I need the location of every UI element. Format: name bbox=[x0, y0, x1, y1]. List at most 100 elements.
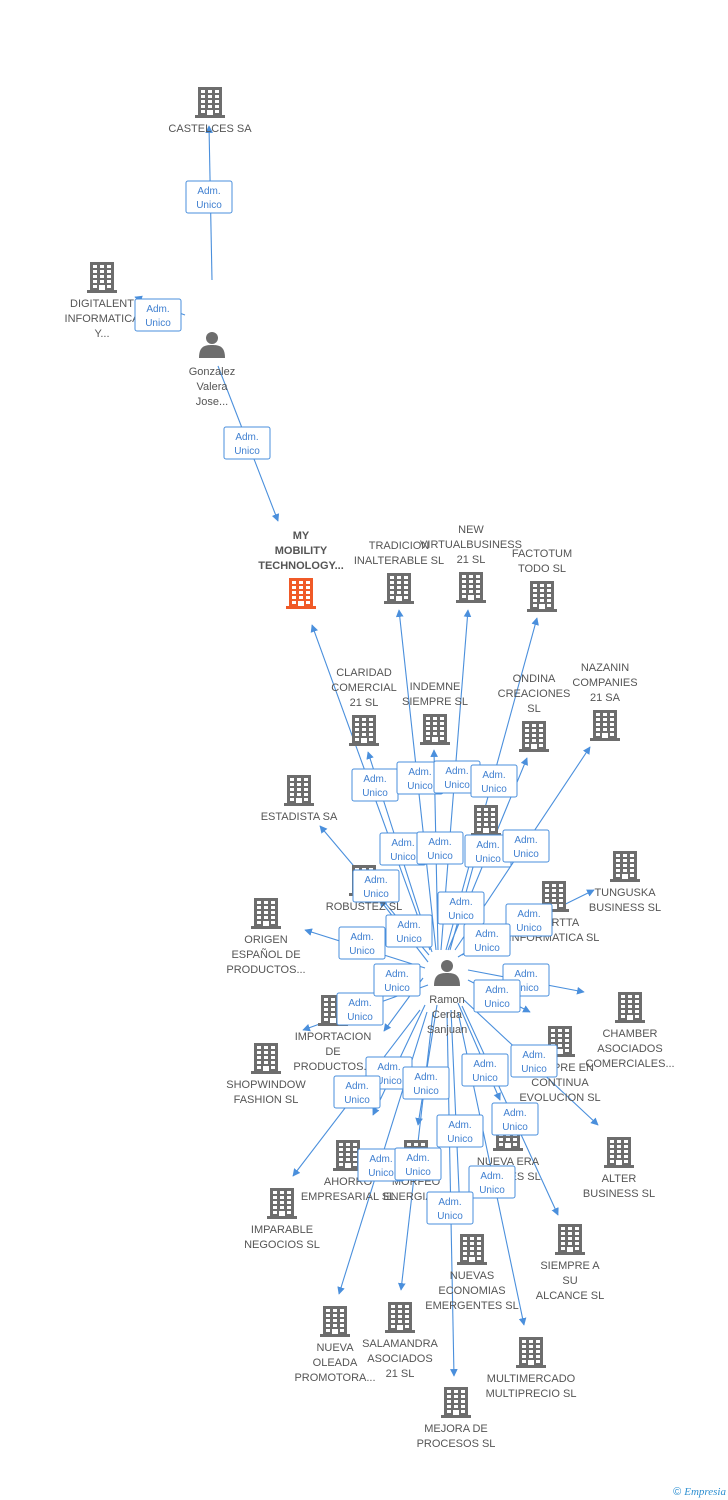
role-badge-box bbox=[223, 426, 271, 460]
node-label: ALCANCE SL bbox=[536, 1290, 604, 1302]
node-label: SIEMPRE SL bbox=[402, 696, 468, 708]
node-gonzalez[interactable]: GonzalezValeraJose... bbox=[189, 332, 235, 408]
role-badge-ramon-acertta[interactable]: Adm.Unico bbox=[463, 923, 511, 957]
role-badge-ramon-tunguska[interactable]: Adm.Unico bbox=[505, 903, 553, 937]
node-estadista[interactable]: ESTADISTA SA bbox=[261, 775, 338, 823]
role-badge-ramon-nazanin[interactable]: Adm.Unico bbox=[502, 829, 550, 863]
node-label: INDEMNE bbox=[410, 681, 461, 693]
node-indemne[interactable]: INDEMNE SIEMPRE SL bbox=[402, 681, 468, 745]
node-label: ASOCIADOS bbox=[367, 1353, 432, 1365]
role-badge-ramon-salamandra[interactable]: Adm.Unico bbox=[394, 1147, 442, 1181]
node-label: CASTELCES SA bbox=[168, 123, 252, 135]
building-icon bbox=[251, 1043, 281, 1074]
node-mejora[interactable]: MEJORA DE PROCESOS SL bbox=[417, 1387, 496, 1450]
node-label: EMPRESARIAL SL bbox=[301, 1191, 395, 1203]
building-icon bbox=[555, 1224, 585, 1255]
role-badge-box bbox=[338, 926, 386, 960]
role-badge-gonzalez-castelces[interactable]: Adm.Unico bbox=[185, 180, 233, 214]
role-badge-ramon-importacion[interactable]: Adm.Unico bbox=[336, 992, 384, 1026]
node-label: VIRTUALBUSINESS bbox=[420, 539, 522, 551]
brand-name: Empresia bbox=[684, 1486, 726, 1498]
node-label: SL bbox=[527, 703, 540, 715]
role-badge-ramon-tradicion[interactable]: Adm.Unico bbox=[396, 761, 444, 795]
node-label: EMERGENTES SL bbox=[425, 1300, 519, 1312]
role-badge-gonzalez-mymobility[interactable]: Adm.Unico bbox=[223, 426, 271, 460]
role-text: Adm. bbox=[482, 770, 505, 781]
role-badge-ramon-nuevaseconomias[interactable]: Adm.Unico bbox=[436, 1114, 484, 1148]
node-unnamed1[interactable] bbox=[471, 805, 501, 836]
role-text: Adm. bbox=[517, 909, 540, 920]
role-badge-ramon-siemprealcance[interactable]: Adm.Unico bbox=[491, 1102, 539, 1136]
person-icon bbox=[434, 960, 460, 986]
node-digitalent[interactable]: DIGITALENTINFORMATICAY... bbox=[65, 262, 141, 340]
role-badge-gonzalez-digitalent[interactable]: Adm.Unico bbox=[134, 298, 182, 332]
role-badge-ramon-newvirtual[interactable]: Adm.Unico bbox=[433, 760, 481, 794]
node-mymobility[interactable]: MYMOBILITYTECHNOLOGY... bbox=[258, 530, 344, 609]
node-label: NUEVA ERA bbox=[477, 1156, 540, 1168]
role-badge-ramon-robustez[interactable]: Adm.Unico bbox=[385, 914, 433, 948]
role-badge-ramon-morfeo[interactable]: Adm.Unico bbox=[402, 1066, 450, 1100]
node-label: PROCESOS SL bbox=[417, 1438, 496, 1450]
role-text: Unico bbox=[447, 1134, 473, 1145]
node-chamber[interactable]: CHAMBERASOCIADOSCOMERCIALES... bbox=[585, 992, 675, 1070]
role-badge-ramon-mejora[interactable]: Adm.Unico bbox=[426, 1191, 474, 1225]
node-label: NEW bbox=[458, 524, 484, 536]
role-text: Adm. bbox=[146, 304, 169, 315]
role-badge-ramon-unnamed1[interactable]: Adm.Unico bbox=[437, 891, 485, 925]
role-text: Adm. bbox=[377, 1062, 400, 1073]
role-badge-box bbox=[502, 829, 550, 863]
role-text: Unico bbox=[475, 854, 501, 865]
role-badge-box bbox=[491, 1102, 539, 1136]
role-badge-ramon-imparable[interactable]: Adm.Unico bbox=[333, 1075, 381, 1109]
role-text: Adm. bbox=[397, 920, 420, 931]
building-icon bbox=[457, 1234, 487, 1265]
role-badge-ramon-siempreencontinua[interactable]: Adm.Unico bbox=[473, 979, 521, 1013]
role-text: Unico bbox=[481, 784, 507, 795]
node-nuevaoleada[interactable]: NUEVAOLEADAPROMOTORA... bbox=[294, 1306, 376, 1384]
role-badge-box bbox=[468, 1165, 516, 1199]
node-label: MEJORA DE bbox=[424, 1423, 488, 1435]
role-badge-ramon-origen[interactable]: Adm.Unico bbox=[338, 926, 386, 960]
role-badge-ramon-factotum[interactable]: Adm. Unico bbox=[470, 764, 518, 798]
brand-watermark[interactable]: ©Empresia bbox=[673, 1486, 726, 1498]
role-text: Unico bbox=[344, 1095, 370, 1106]
node-label: ALTER bbox=[602, 1173, 637, 1185]
building-icon bbox=[615, 992, 645, 1023]
role-badge-ramon-nuevaera[interactable]: Adm.Unico bbox=[461, 1053, 509, 1087]
role-badge-ramon-ondina[interactable]: Adm.Unico bbox=[464, 834, 512, 868]
role-text: Unico bbox=[513, 983, 539, 994]
role-badge-ramon-estadista[interactable]: Adm.Unico bbox=[352, 869, 400, 903]
role-badge-ramon-alter[interactable]: Adm.Unico bbox=[510, 1044, 558, 1078]
node-label: DE bbox=[325, 1046, 340, 1058]
role-text: Adm. bbox=[350, 932, 373, 943]
role-text: Adm. bbox=[522, 1050, 545, 1061]
role-text: Unico bbox=[407, 781, 433, 792]
building-icon bbox=[610, 851, 640, 882]
building-icon bbox=[385, 1302, 415, 1333]
node-castelces[interactable]: CASTELCES SA bbox=[168, 87, 252, 135]
person-icon bbox=[199, 332, 225, 358]
role-badge-ramon-indemne[interactable]: Adm.Unico bbox=[416, 831, 464, 865]
role-badge-box bbox=[470, 764, 518, 798]
role-badge-ramon-shopwindow[interactable]: Adm.Unico bbox=[373, 963, 421, 997]
role-badge-ramon-mymobility[interactable]: Adm.Unico bbox=[351, 768, 399, 802]
building-icon bbox=[87, 262, 117, 293]
role-badge-ramon-multimercado[interactable]: Adm.Unico bbox=[468, 1165, 516, 1199]
